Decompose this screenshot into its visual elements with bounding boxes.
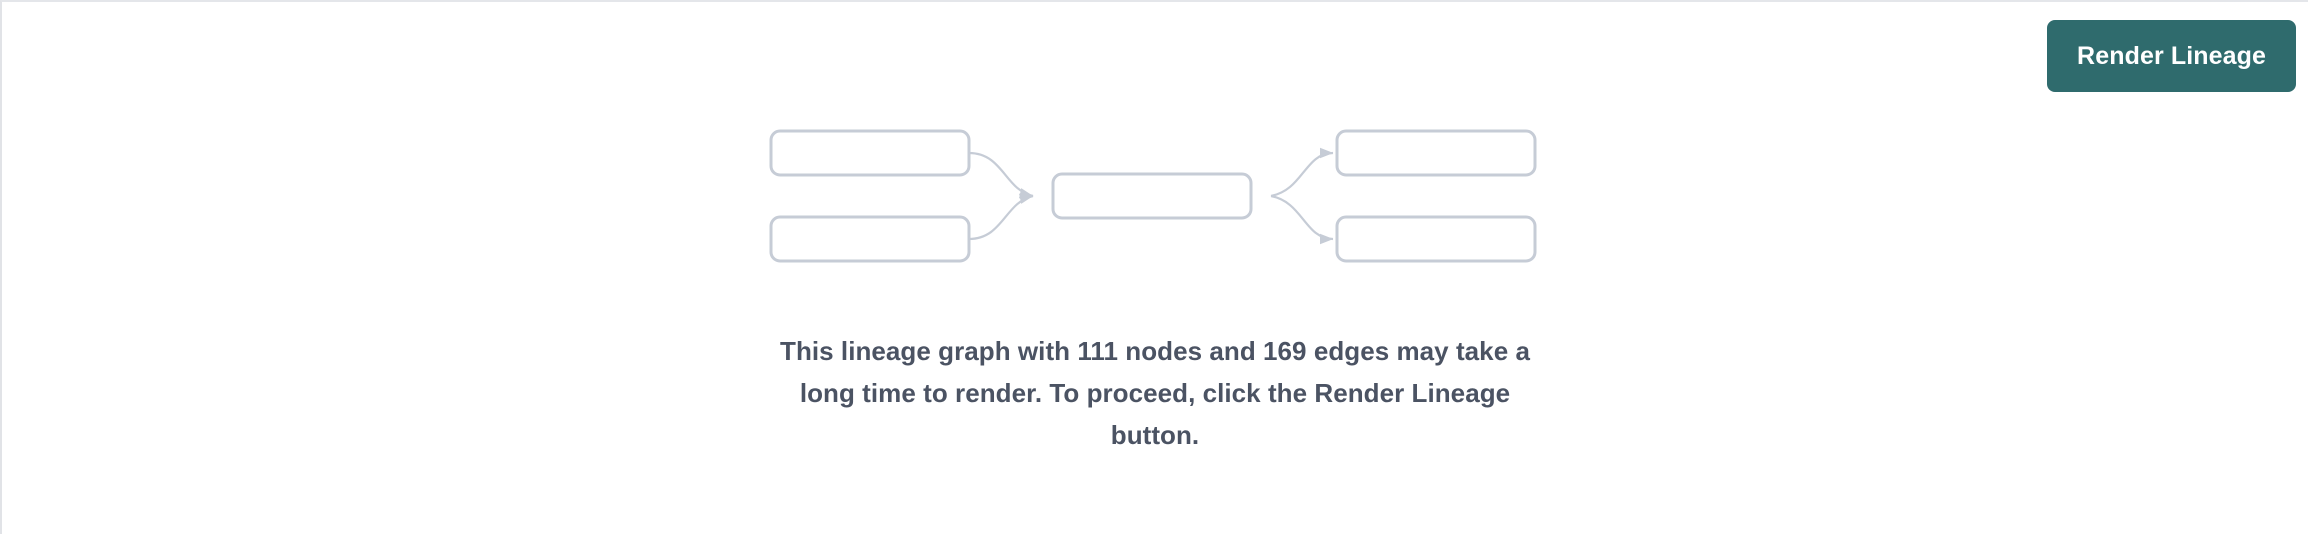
graph-node-downstream-1 [1335, 129, 1537, 177]
edge-focus-to-downstream-1 [1270, 147, 1334, 198]
graph-node-upstream-1 [769, 129, 971, 177]
edge-focus-to-downstream-2 [1270, 194, 1334, 245]
lineage-toolbar: Render Lineage [2, 2, 2308, 110]
graph-node-focus [1051, 172, 1253, 220]
render-lineage-button[interactable]: Render Lineage [2047, 20, 2296, 92]
edge-upstream-1-to-focus [968, 151, 1034, 199]
lineage-graph-placeholder-icon [769, 129, 1537, 263]
lineage-empty-state: This lineage graph with 111 nodes and 16… [2, 122, 2308, 456]
edge-upstream-2-to-focus [968, 193, 1034, 241]
lineage-empty-message: This lineage graph with 111 nodes and 16… [780, 336, 1530, 450]
graph-node-downstream-2 [1335, 215, 1537, 263]
graph-node-upstream-2 [769, 215, 971, 263]
